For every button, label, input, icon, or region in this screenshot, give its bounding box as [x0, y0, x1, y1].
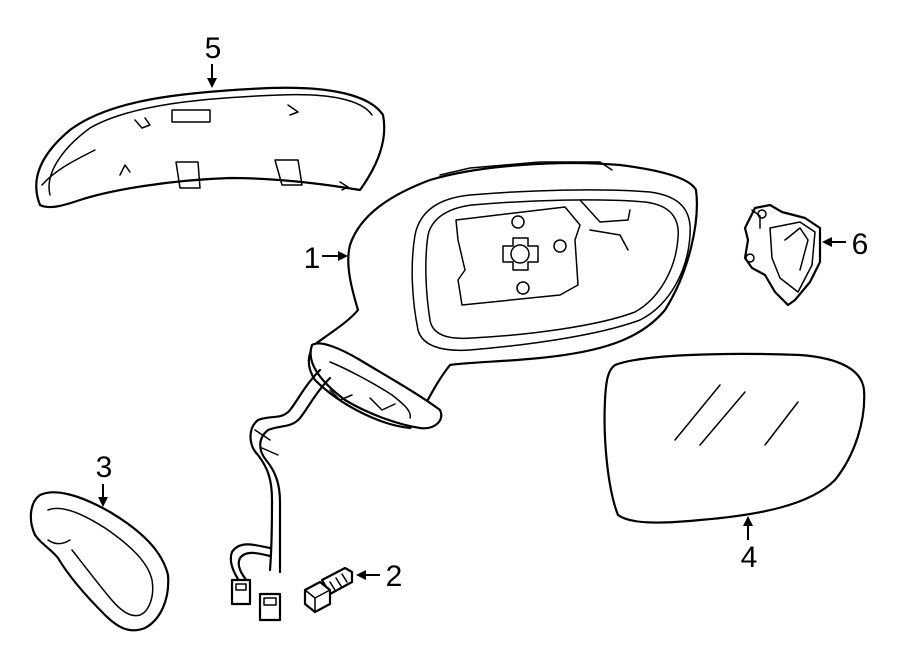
callout-3: 3	[96, 451, 113, 507]
callout-5: 5	[205, 32, 222, 88]
callout-label-2: 2	[386, 560, 403, 593]
callout-1: 1	[304, 242, 348, 275]
callout-label-5: 5	[205, 32, 222, 65]
callout-label-1: 1	[304, 242, 321, 275]
callout-4: 4	[741, 516, 758, 574]
callout-2: 2	[356, 560, 402, 593]
screw-part	[303, 566, 354, 614]
callout-label-3: 3	[96, 451, 113, 484]
callout-label-4: 4	[741, 541, 758, 574]
trim-cover-part	[29, 491, 170, 632]
mirror-glass-part	[603, 352, 866, 524]
callout-label-6: 6	[852, 228, 869, 261]
lamp-part	[743, 203, 822, 307]
mirror-cover-part	[35, 86, 386, 209]
mirror-assembly-part	[229, 161, 698, 622]
callout-6: 6	[822, 228, 868, 261]
